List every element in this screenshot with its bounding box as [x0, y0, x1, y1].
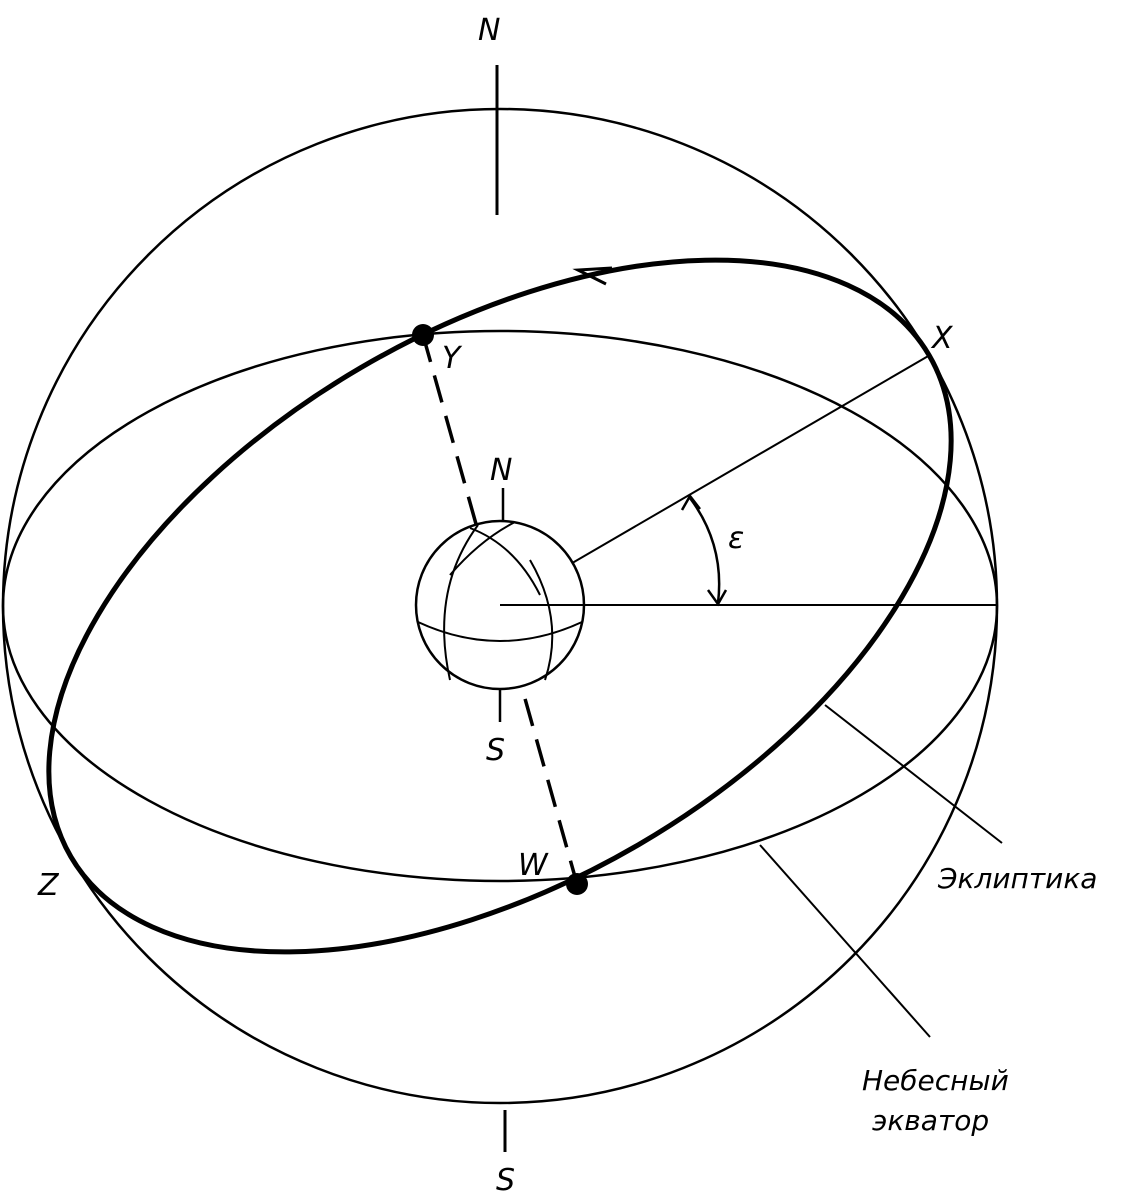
- label-obliquity: ε: [728, 521, 744, 556]
- label-earth-north: N: [490, 453, 512, 488]
- arrow-head-bottom-icon: [706, 589, 728, 607]
- equator-leader: [759, 844, 931, 1038]
- ecliptic-leader: [824, 704, 1003, 844]
- point-w-marker: [566, 873, 588, 895]
- arrow-head-top-icon: [680, 493, 701, 511]
- ecliptic-direction-arrow-icon: [572, 266, 613, 286]
- label-south-pole: S: [496, 1163, 515, 1198]
- label-earth-south: S: [486, 733, 505, 768]
- label-point-x: X: [930, 321, 954, 356]
- label-ecliptic: Эклиптика: [937, 862, 1097, 895]
- obliquity-arc: [688, 497, 721, 604]
- label-point-y: Y: [442, 341, 463, 376]
- label-point-w: W: [518, 848, 549, 883]
- point-y-marker: [412, 324, 434, 346]
- earth-axis-dashed: [421, 334, 579, 885]
- label-point-z: Z: [37, 868, 60, 903]
- label-equator-line1: Небесный: [862, 1064, 1009, 1097]
- label-equator-line2: экватор: [872, 1104, 989, 1137]
- earth-globe: [414, 488, 586, 722]
- label-north-pole: N: [478, 13, 500, 48]
